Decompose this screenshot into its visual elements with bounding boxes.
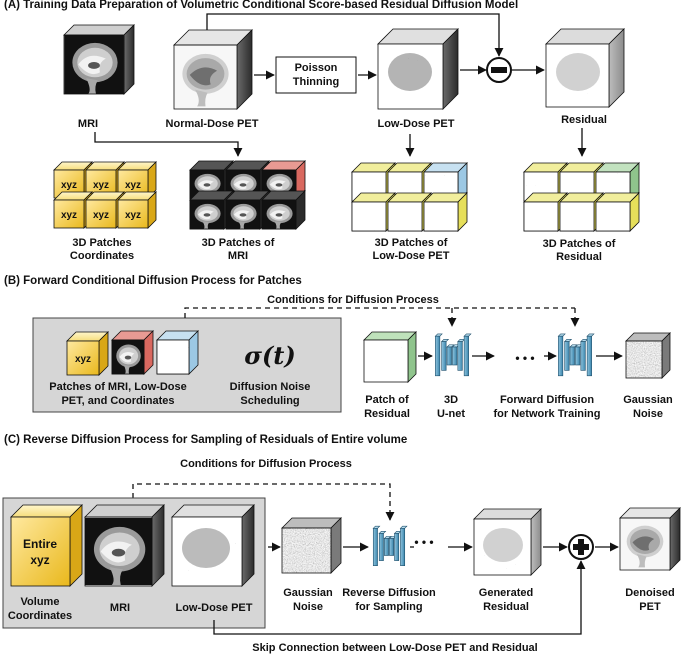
patch-mri-line1: 3D Patches of — [202, 237, 275, 249]
residual-volume — [545, 28, 625, 108]
low-dose-pet-volume-c — [171, 504, 255, 587]
conditions-label-b: Conditions for Diffusion Process — [267, 294, 439, 306]
noise-sched-line2: Scheduling — [240, 395, 299, 407]
noise-sched-line1: Diffusion Noise — [230, 381, 311, 393]
patch-res-b-line2: Residual — [364, 408, 410, 420]
mri-patch-cube — [261, 190, 306, 230]
generated-line1: Generated — [479, 587, 533, 599]
low-dose-pet-patches — [351, 162, 468, 232]
patch-res-line1: 3D Patches of — [543, 238, 616, 250]
patch-res-b-line1: Patch of — [365, 394, 409, 406]
mri-volume — [63, 24, 135, 95]
residual-label: Residual — [561, 114, 607, 126]
low-dose-pet-volume — [377, 28, 459, 110]
denoised-line1: Denoised — [625, 587, 675, 599]
unet-icon — [372, 525, 408, 566]
conditions-dashed-b — [184, 307, 580, 327]
volume-coordinates-cube — [10, 504, 83, 587]
residual-patch-cube — [595, 192, 640, 232]
vol-coords-line2: Coordinates — [8, 610, 72, 622]
mri-label-c: MRI — [110, 602, 130, 614]
mri-volume-c — [84, 504, 165, 587]
pet-patch-cube — [423, 192, 468, 232]
normal-dose-pet-volume — [173, 29, 253, 110]
entire-line2: xyz — [30, 553, 49, 567]
entire-line1: Entire — [23, 537, 57, 551]
unet-icon — [557, 333, 595, 377]
section-b-title: (B) Forward Conditional Diffusion Proces… — [4, 275, 302, 287]
xyz-label: xyz — [93, 180, 109, 191]
forward-line2: for Network Training — [494, 408, 601, 420]
poisson-line2: Thinning — [293, 76, 339, 88]
section-a-title: (A) Training Data Preparation of Volumet… — [4, 0, 518, 11]
unet-line1: 3D — [444, 394, 458, 406]
pet-patch-cube — [156, 330, 199, 375]
patch-coords-line2: Coordinates — [70, 250, 134, 262]
conditions-label-c: Conditions for Diffusion Process — [180, 458, 352, 470]
xyz-label: xyz — [125, 210, 141, 221]
vol-coords-line1: Volume — [21, 596, 60, 608]
patch-res-line2: Residual — [556, 251, 602, 263]
gauss-b-line2: Noise — [633, 408, 663, 420]
generated-line2: Residual — [483, 601, 529, 613]
gauss-c-line1: Gaussian — [283, 587, 333, 599]
dots-b: • • • — [515, 351, 534, 365]
denoised-pet-volume — [619, 507, 681, 571]
gaussian-noise-cube-b — [625, 332, 671, 379]
patches-line2-b: PET, and Coordinates — [61, 395, 174, 407]
residual-patches — [523, 162, 640, 232]
gauss-b-line1: Gaussian — [623, 394, 673, 406]
denoised-line2: PET — [639, 601, 661, 613]
dots-c: • • • — [414, 535, 433, 549]
subtract-operator-icon — [486, 57, 512, 83]
coordinate-patch-cube: xyz — [66, 331, 109, 376]
generated-residual-cube — [473, 508, 542, 576]
section-a-arrows — [94, 13, 587, 157]
patch-ldpet-line2: Low-Dose PET — [372, 250, 449, 262]
gauss-c-line2: Noise — [293, 601, 323, 613]
mri-label: MRI — [78, 118, 98, 130]
xyz-label: xyz — [125, 180, 141, 191]
sigma-symbol: σ(t) — [244, 341, 296, 370]
add-operator-icon — [568, 534, 594, 560]
condition-patches-b: xyz — [66, 330, 199, 376]
skip-connection-label: Skip Connection between Low-Dose PET and… — [252, 642, 537, 654]
coordinate-patch-cube: xyz — [117, 191, 157, 229]
patch-mri-line2: MRI — [228, 250, 248, 262]
patch-coords-line1: 3D Patches — [72, 237, 131, 249]
gaussian-noise-cube-c — [281, 517, 342, 574]
xyz-label: xyz — [75, 354, 91, 365]
mri-patches — [189, 160, 306, 230]
poisson-line1: Poisson — [295, 62, 338, 74]
section-c-arrows — [213, 542, 619, 635]
patch-ldpet-line1: 3D Patches of — [375, 237, 448, 249]
unet-icon — [434, 333, 472, 377]
normal-dose-pet-label: Normal-Dose PET — [166, 118, 259, 130]
coordinate-patches: xyz xyz xyz xyz xyz xyz — [53, 161, 157, 229]
forward-line1: Forward Diffusion — [500, 394, 594, 406]
conditions-dashed-c — [132, 483, 395, 521]
section-c-title: (C) Reverse Diffusion Process for Sampli… — [4, 434, 407, 446]
reverse-line1: Reverse Diffusion — [342, 587, 436, 599]
mri-patch-cube — [111, 330, 154, 375]
residual-patch-cube — [559, 192, 604, 232]
low-dose-pet-label: Low-Dose PET — [377, 118, 454, 130]
xyz-label: xyz — [93, 210, 109, 221]
patches-line1-b: Patches of MRI, Low-Dose — [49, 381, 187, 393]
poisson-thinning-box — [275, 56, 357, 94]
residual-patch-b — [363, 331, 417, 383]
unet-line2: U-net — [437, 408, 465, 420]
xyz-label: xyz — [61, 180, 77, 191]
low-dose-pet-label-c: Low-Dose PET — [175, 602, 252, 614]
mri-patch-cube — [189, 190, 234, 230]
xyz-label: xyz — [61, 210, 77, 221]
residual-patch-cube — [523, 192, 568, 232]
mri-patch-cube — [225, 190, 270, 230]
reverse-line2: for Sampling — [355, 601, 422, 613]
